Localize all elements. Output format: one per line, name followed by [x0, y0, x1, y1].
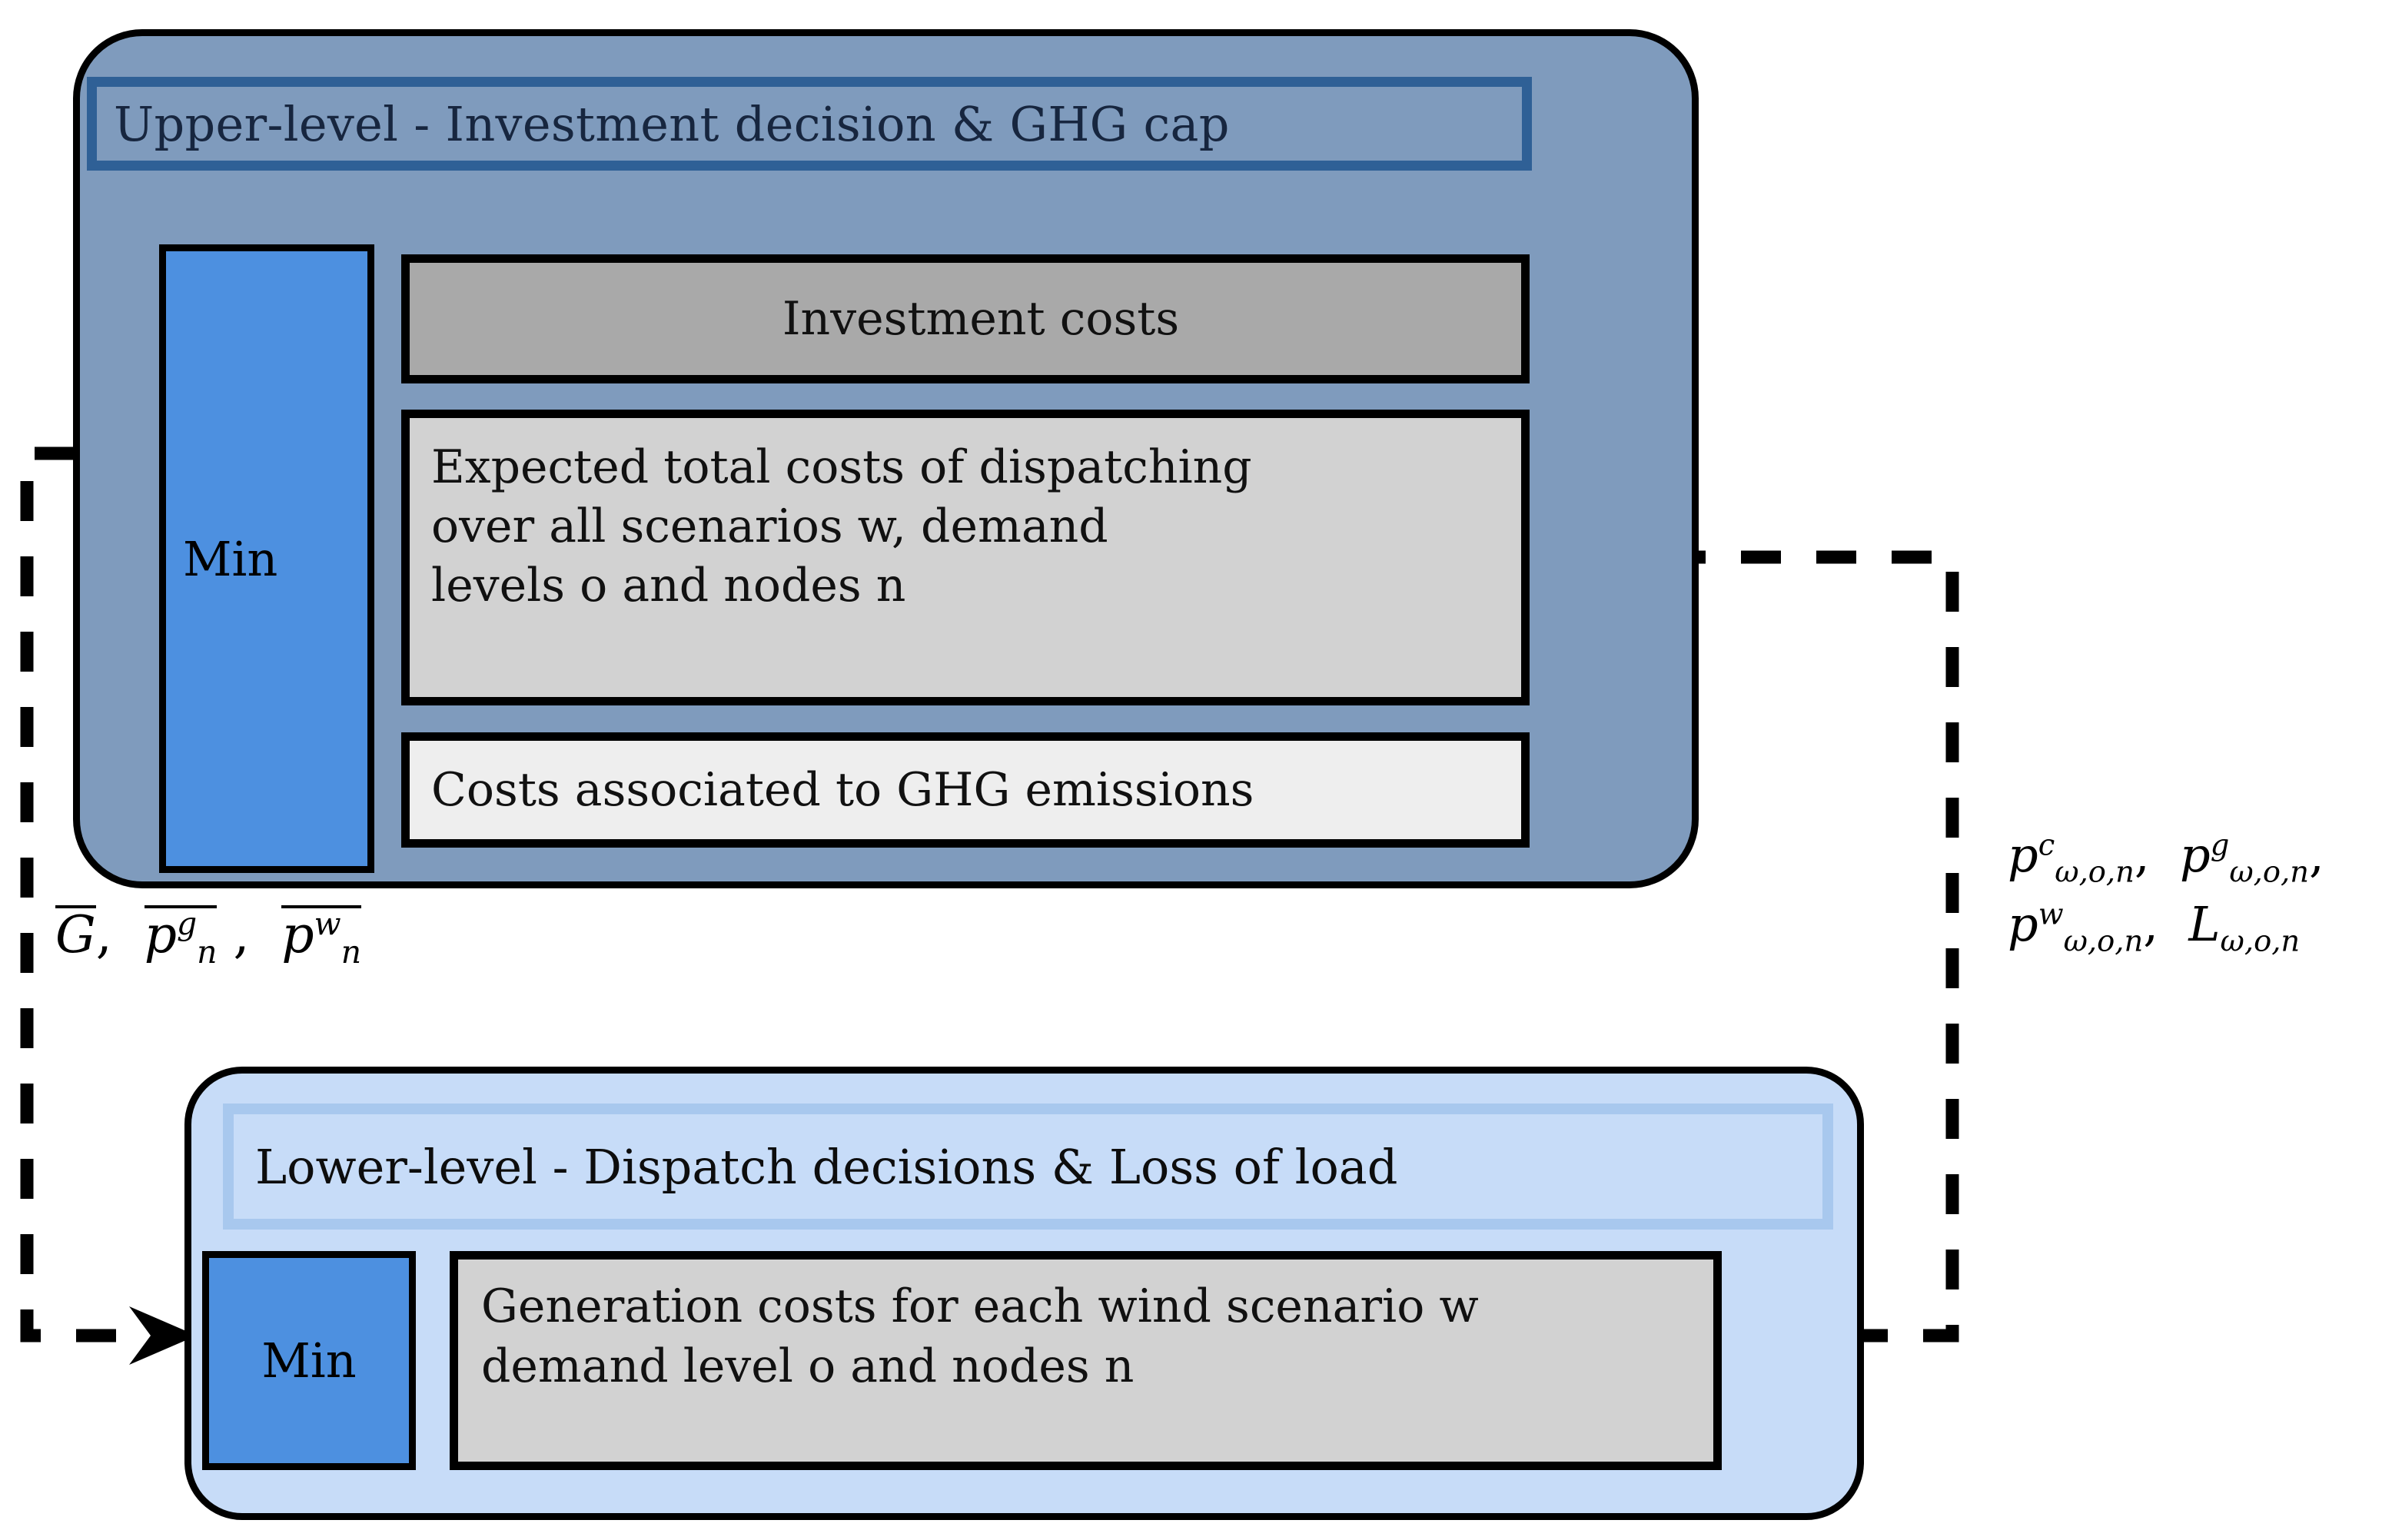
downward-variables-label: G, pgn , pwn: [55, 905, 362, 971]
generation-line-1: Generation costs for each wind scenario …: [481, 1279, 1479, 1333]
ghg-emission-costs-label: Costs associated to GHG emissions: [431, 763, 1254, 817]
investment-costs-box: Investment costs: [401, 254, 1530, 383]
ghg-emission-costs-box: Costs associated to GHG emissions: [401, 732, 1530, 848]
expected-dispatch-costs-label: Expected total costs of dispatching over…: [431, 438, 1252, 615]
expected-dispatch-costs-box: Expected total costs of dispatching over…: [401, 410, 1530, 705]
upward-variables-line-1: pcω,o,n, pgω,o,n,: [2008, 827, 2324, 890]
upper-level-header-label: Upper-level - Investment decision & GHG …: [114, 95, 1230, 152]
lower-level-header-label: Lower-level - Dispatch decisions & Loss …: [255, 1138, 1398, 1195]
upward-variables-line-2: pwω,o,n, Lω,o,n: [2008, 895, 2301, 959]
lower-level-min-label: Min: [261, 1333, 357, 1389]
lower-level-min-box: Min: [202, 1251, 416, 1470]
upper-level-min-box: Min: [159, 244, 374, 873]
generation-costs-box: Generation costs for each wind scenario …: [450, 1251, 1722, 1470]
upward-variables-label: pcω,o,n, pgω,o,n, pwω,o,n, Lω,o,n: [2008, 821, 2324, 959]
generation-costs-label: Generation costs for each wind scenario …: [481, 1276, 1479, 1396]
upper-level-header: Upper-level - Investment decision & GHG …: [87, 77, 1532, 171]
investment-costs-label: Investment costs: [782, 292, 1180, 346]
upper-level-min-label: Min: [183, 530, 278, 587]
expected-line-2: over all scenarios w, demand: [431, 499, 1108, 553]
generation-line-2: demand level o and nodes n: [481, 1339, 1135, 1393]
expected-line-1: Expected total costs of dispatching: [431, 440, 1252, 494]
expected-line-3: levels o and nodes n: [431, 558, 906, 612]
lower-level-header: Lower-level - Dispatch decisions & Loss …: [223, 1104, 1833, 1230]
